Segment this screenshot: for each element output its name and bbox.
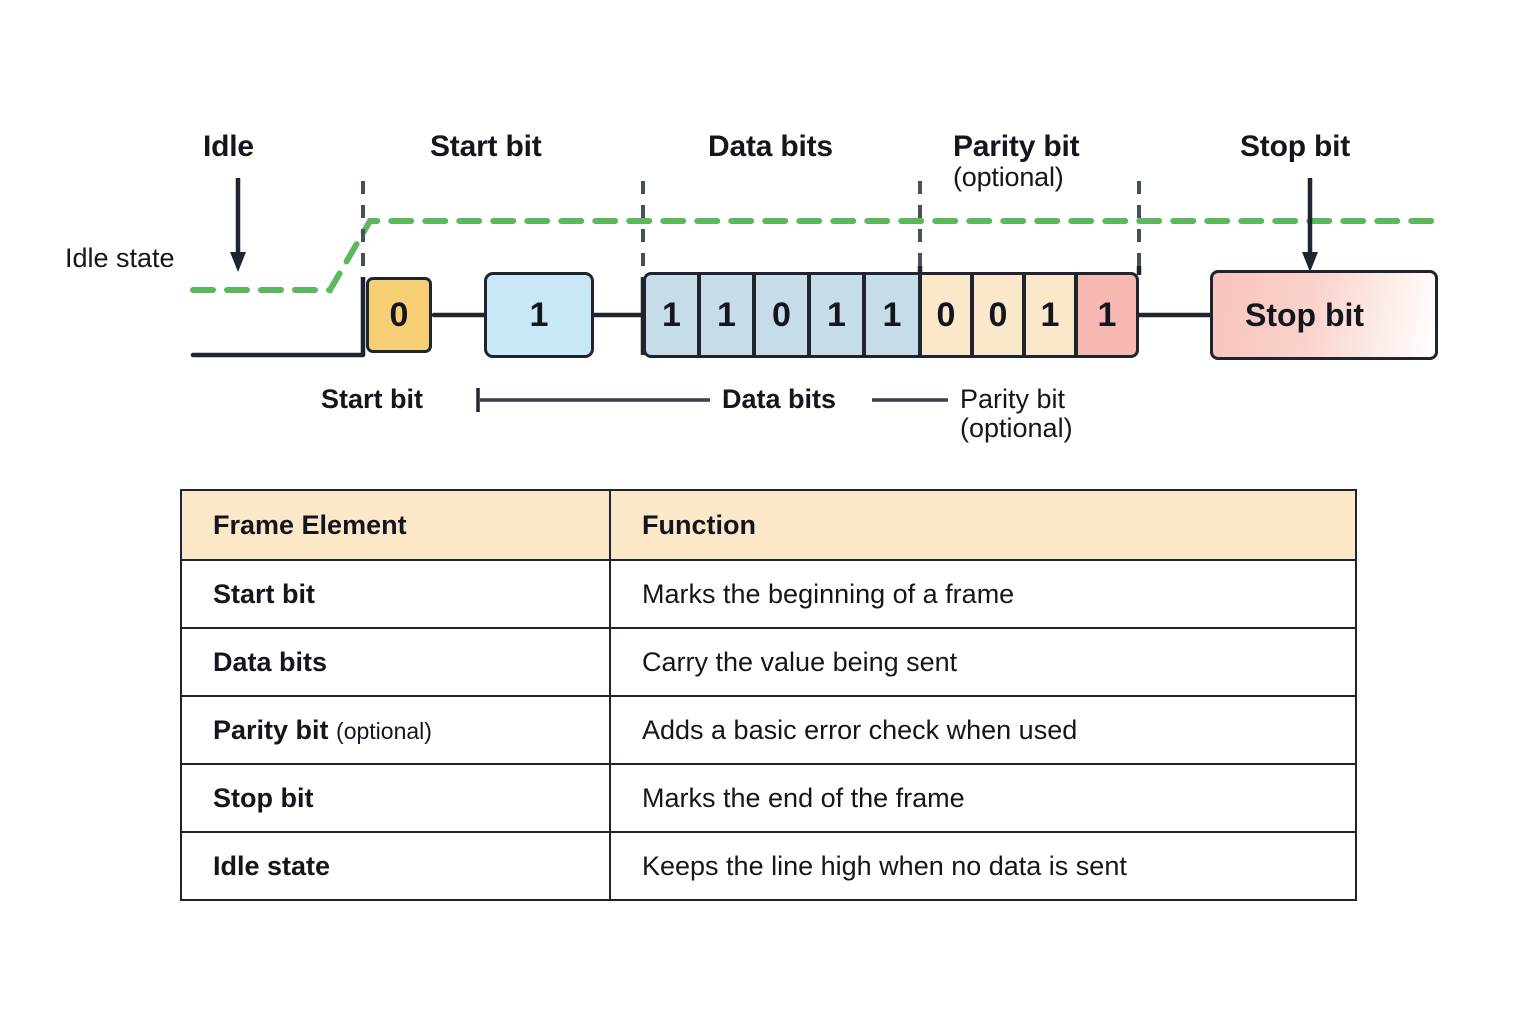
idle-state-dashed-line: [190, 218, 1441, 293]
top-label-idle: Idle: [203, 131, 254, 163]
bit-cell-parity-region-1[interactable]: 0: [972, 272, 1024, 358]
bit-cell-data-1[interactable]: 1: [699, 272, 754, 358]
bottom-label-parity-bit-sub: (optional): [960, 413, 1073, 444]
bottom-label-parity-bit-text: Parity bit: [960, 384, 1066, 414]
top-label-parity-bit: Parity bit (optional): [953, 130, 1080, 192]
bit-cell-data-4[interactable]: 1: [864, 272, 920, 358]
bit-cell-data-0[interactable]: 1: [643, 272, 699, 358]
bit-cell-single-high[interactable]: 1: [484, 272, 594, 358]
table-cell-element-start-bit: Start bit: [180, 559, 611, 629]
bit-cell-data-1-value: 1: [717, 295, 736, 334]
bottom-label-start-bit: Start bit: [321, 384, 424, 414]
table-cell-element-parity-bit-text: Parity bit: [213, 714, 329, 745]
top-label-data-bits: Data bits: [708, 131, 833, 163]
table-header-frame-element: Frame Element: [180, 489, 611, 561]
bit-cell-data-4-value: 1: [882, 295, 902, 334]
bit-cell-data-2-value: 0: [772, 295, 791, 334]
bit-cell-data-3[interactable]: 1: [809, 272, 864, 358]
table-row: Data bits Carry the value being sent: [180, 627, 1357, 697]
top-label-start-bit: Start bit: [430, 131, 542, 163]
frame-element-table: Frame Element Function Start bit Marks t…: [180, 489, 1357, 901]
top-label-stop-bit: Stop bit: [1240, 131, 1350, 163]
table-row: Idle state Keeps the line high when no d…: [180, 831, 1357, 901]
top-label-data-bits-text: Data bits: [708, 130, 833, 163]
stop-bit-block[interactable]: Stop bit: [1210, 270, 1438, 360]
bit-cell-parity-region-2[interactable]: 1: [1024, 272, 1076, 358]
bottom-label-data-bits: Data bits: [722, 384, 837, 414]
table-cell-element-parity-bit-optional: (optional): [336, 717, 432, 744]
stop-bit-block-label: Stop bit: [1245, 296, 1365, 333]
waveform-graphic: [190, 178, 1441, 412]
bit-cell-parity-value: 1: [1097, 295, 1117, 334]
top-label-start-bit-text: Start bit: [430, 130, 542, 163]
table-cell-function-start-bit: Marks the beginning of a frame: [609, 559, 1357, 629]
table-header-function: Function: [609, 489, 1357, 561]
bit-cell-data-0-value: 1: [662, 295, 681, 334]
bit-cell-parity-region-0[interactable]: 0: [920, 272, 972, 358]
bottom-label-parity-bit: Parity bit (optional): [960, 384, 1073, 444]
table-cell-function-data-bits: Carry the value being sent: [609, 627, 1357, 697]
top-label-idle-text: Idle: [203, 130, 254, 163]
table-row: Start bit Marks the beginning of a frame: [180, 559, 1357, 629]
idle-arrow-head: [230, 252, 246, 272]
bit-cell-parity[interactable]: 1: [1076, 272, 1139, 358]
top-label-stop-bit-text: Stop bit: [1240, 130, 1351, 163]
bit-cell-parity-region-2-value: 1: [1040, 295, 1060, 334]
table-cell-element-stop-bit: Stop bit: [180, 763, 611, 833]
top-label-parity-bit-sub: (optional): [953, 161, 1064, 192]
table-row: Parity bit (optional) Adds a basic error…: [180, 695, 1357, 765]
stop-arrow-head: [1302, 252, 1318, 272]
bit-cell-data-3-value: 1: [827, 295, 846, 334]
idle-state-label: Idle state: [65, 243, 175, 273]
bit-cell-parity-region-1-value: 0: [988, 295, 1008, 334]
table-cell-function-idle-state: Keeps the line high when no data is sent: [609, 831, 1357, 901]
bit-cell-single-high-value: 1: [529, 295, 549, 334]
bit-cell-start-value: 0: [389, 295, 409, 334]
bit-cell-data-2[interactable]: 0: [754, 272, 809, 358]
table-cell-element-idle-state: Idle state: [180, 831, 611, 901]
top-label-parity-bit-text: Parity bit: [953, 130, 1080, 163]
table-row: Stop bit Marks the end of the frame: [180, 763, 1357, 833]
table-cell-element-data-bits: Data bits: [180, 627, 611, 697]
bit-cell-start[interactable]: 0: [366, 277, 432, 353]
table-cell-function-stop-bit: Marks the end of the frame: [609, 763, 1357, 833]
bit-cell-parity-region-0-value: 0: [936, 295, 956, 334]
table-header-row: Frame Element Function: [180, 489, 1357, 561]
table-cell-function-parity-bit: Adds a basic error check when used: [609, 695, 1357, 765]
table-cell-element-parity-bit: Parity bit (optional): [180, 695, 611, 765]
